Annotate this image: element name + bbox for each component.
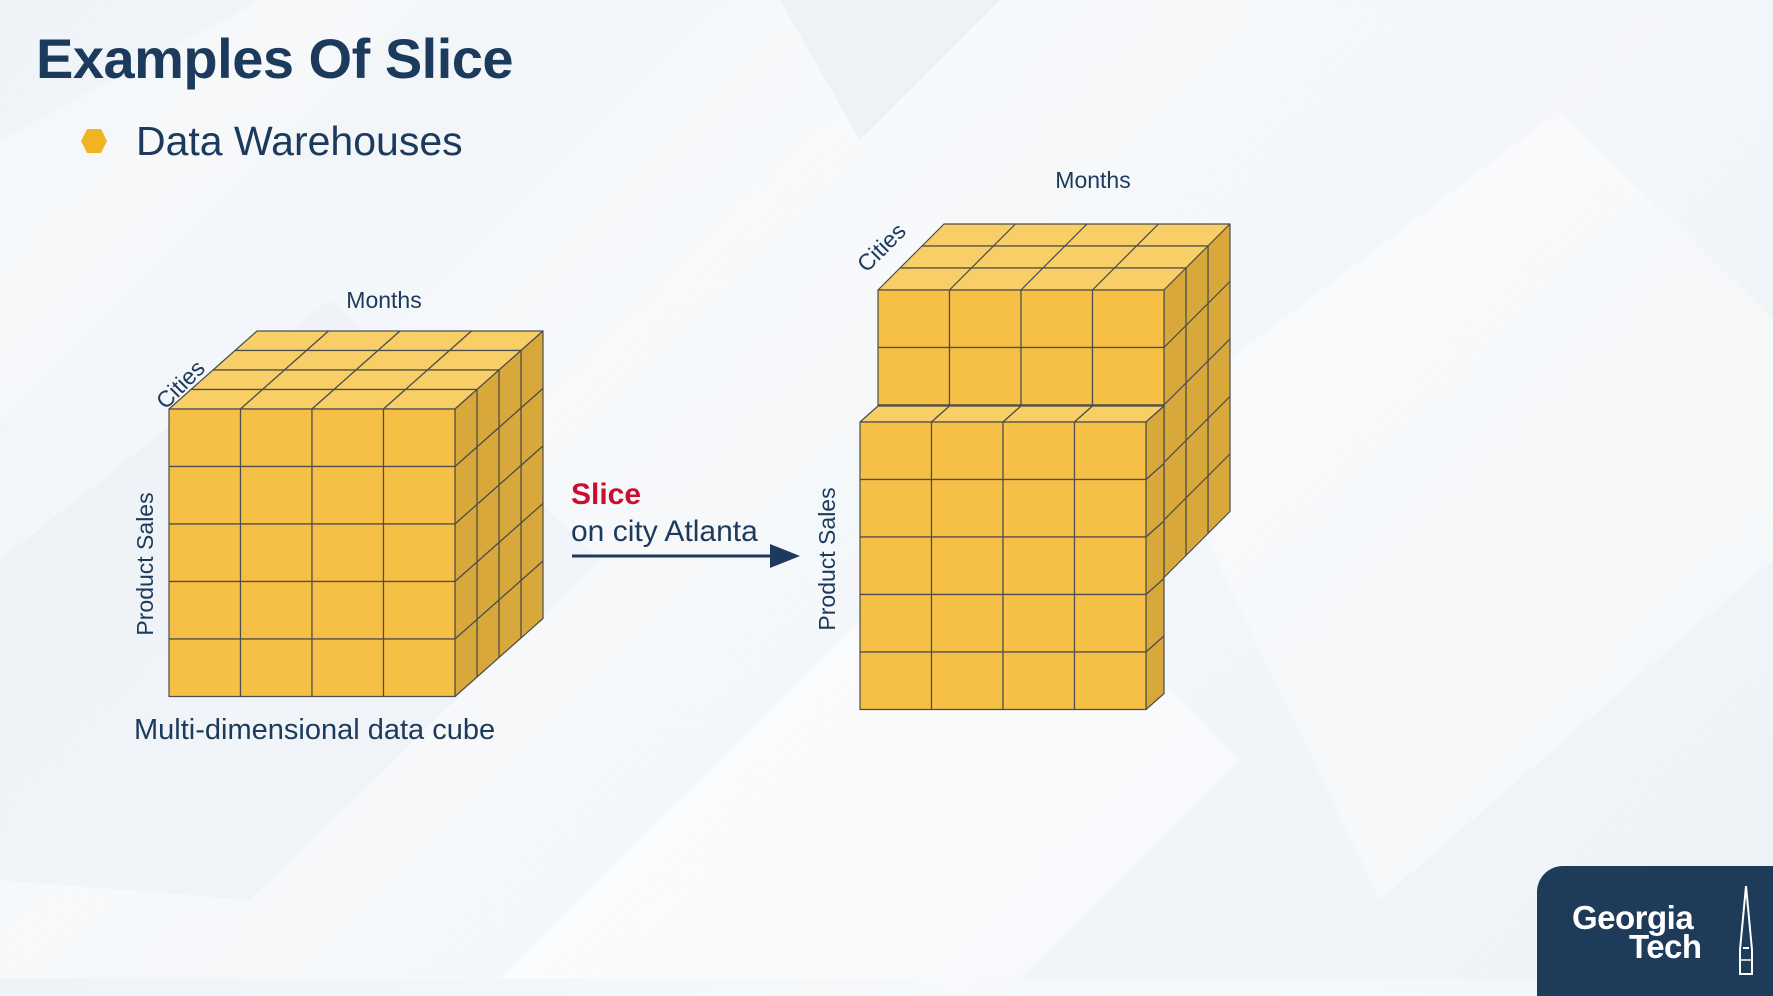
slice-description: on city Atlanta (571, 515, 758, 548)
logo-line-georgia: Georgia (1572, 899, 1694, 936)
slide-title: Examples Of Slice (36, 27, 514, 90)
right-months-label: Months (1055, 167, 1130, 193)
cube-front-cell (859, 421, 933, 481)
cube-front-cell (239, 580, 313, 640)
cube-front-cell (382, 580, 456, 640)
cube-front-cell (382, 638, 456, 698)
cube-front-cell (239, 408, 313, 468)
cube-front-cell (1073, 421, 1147, 481)
cube-front-cell (1073, 536, 1147, 596)
cube-front-cell (877, 289, 951, 349)
cube-front-cell (948, 289, 1022, 349)
slice-operation-label: Slice (571, 478, 641, 511)
cube-front-cell (382, 523, 456, 583)
cube-front-cell (168, 408, 242, 468)
cube-front-cell (1073, 478, 1147, 538)
right-product-sales-label: Product Sales (814, 487, 840, 630)
cube-front-cell (168, 465, 242, 525)
cube-front-cell (859, 593, 933, 653)
right-cube-atlanta-slice (859, 405, 1165, 711)
cube-front-cell (948, 346, 1022, 406)
cube-front-cell (239, 523, 313, 583)
cube-front-cell (168, 523, 242, 583)
cube-front-cell (311, 580, 385, 640)
cube-front-cell (382, 465, 456, 525)
cube-front-cell (930, 536, 1004, 596)
cube-front-cell (930, 478, 1004, 538)
cube-front-cell (877, 346, 951, 406)
hexagon-bullet-icon (81, 129, 107, 153)
cube-front-cell (311, 523, 385, 583)
cube-front-cell (1020, 289, 1094, 349)
cube-front-cell (311, 408, 385, 468)
tower-spire-icon (1739, 886, 1753, 975)
cube-front-cell (1073, 593, 1147, 653)
cube-front-cell (1002, 536, 1076, 596)
cube-front-cell (859, 536, 933, 596)
cube-front-cell (1002, 651, 1076, 711)
cube-front-cell (930, 421, 1004, 481)
cube-front-cell (1020, 346, 1094, 406)
cube-front-cell (311, 465, 385, 525)
cube-front-cell (1002, 478, 1076, 538)
cube-front-cell (1091, 346, 1165, 406)
left-data-cube (168, 330, 544, 698)
cube-front-cell (1073, 651, 1147, 711)
left-months-label: Months (346, 287, 421, 313)
cube-front-cell (1002, 593, 1076, 653)
cube-front-cell (311, 638, 385, 698)
cube-front-cell (239, 465, 313, 525)
bullet-text: Data Warehouses (136, 118, 463, 164)
cube-front-cell (168, 580, 242, 640)
cube-front-cell (930, 651, 1004, 711)
cube-front-cell (859, 651, 933, 711)
cube-front-cell (239, 638, 313, 698)
cube-front-cell (930, 593, 1004, 653)
georgia-tech-logo: Georgia Tech (1537, 866, 1773, 996)
cube-front-cell (1091, 289, 1165, 349)
logo-line-tech: Tech (1629, 928, 1702, 965)
left-product-sales-label: Product Sales (132, 492, 158, 635)
cube-front-cell (168, 638, 242, 698)
cube-front-cell (382, 408, 456, 468)
cube-front-cell (1002, 421, 1076, 481)
left-cube-caption: Multi-dimensional data cube (134, 714, 495, 746)
cube-front-cell (859, 478, 933, 538)
